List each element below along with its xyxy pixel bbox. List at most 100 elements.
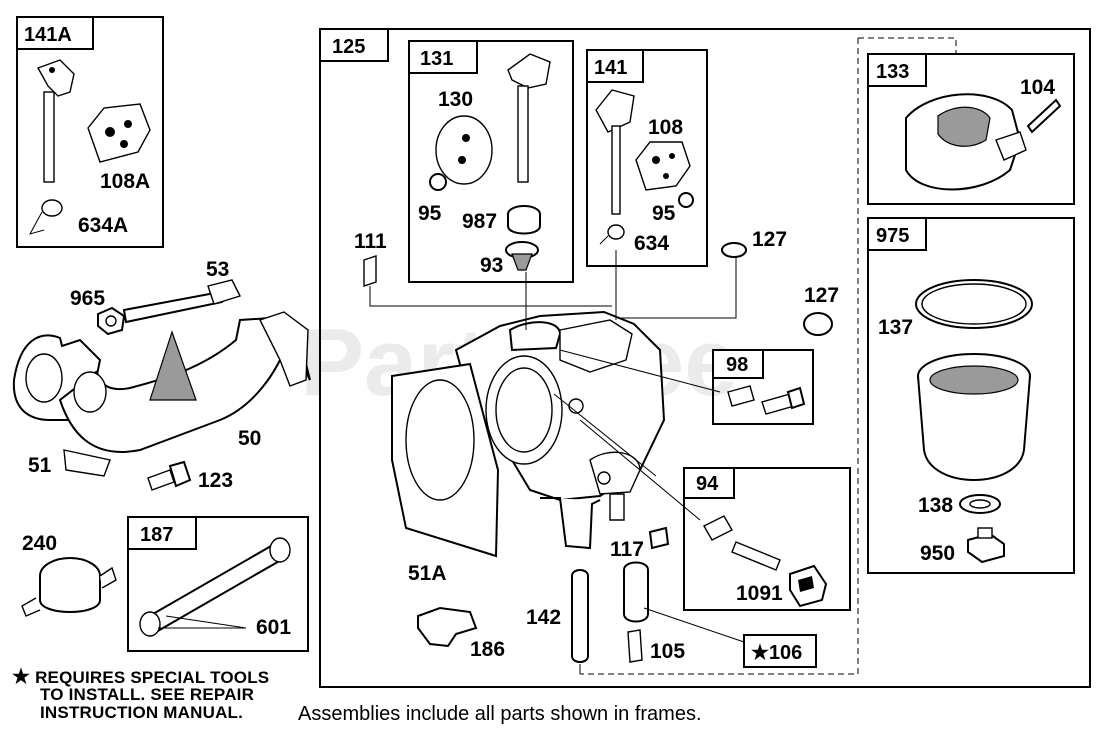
label-108: 108 <box>648 116 683 139</box>
label-95a: 95 <box>418 202 442 225</box>
spring-111[interactable]: 111 <box>354 230 612 307</box>
bushing-987[interactable] <box>507 205 541 235</box>
frame-187-label: 187 <box>140 524 173 546</box>
label-130: 130 <box>438 88 473 111</box>
label-127b: 127 <box>804 284 839 307</box>
bowl-screw-950[interactable] <box>967 527 1005 564</box>
label-127a: 127 <box>752 228 787 251</box>
choke-plate-130[interactable] <box>435 115 493 185</box>
frame-106-label: ★106 <box>751 642 802 664</box>
label-108A: 108A <box>100 170 150 193</box>
label-137: 137 <box>878 316 913 339</box>
special-tools-note: ★ REQUIRES SPECIAL TOOLS <box>12 666 270 688</box>
throttle-plate-108[interactable] <box>635 141 691 191</box>
label-50: 50 <box>238 427 261 450</box>
label-240: 240 <box>22 532 57 555</box>
label-51A: 51A <box>408 562 447 585</box>
screw-123[interactable]: 123 <box>147 460 233 492</box>
label-186: 186 <box>470 638 505 661</box>
float-bowl[interactable] <box>917 353 1031 481</box>
intake-manifold-50[interactable] <box>12 311 311 477</box>
leader-94 <box>579 419 701 521</box>
gasket-51A[interactable]: 51A <box>391 362 500 585</box>
spring-634[interactable] <box>599 224 625 245</box>
label-117: 117 <box>610 538 644 561</box>
frame-125-label: 125 <box>332 36 365 58</box>
label-93: 93 <box>480 254 503 277</box>
label-111: 111 <box>354 230 387 253</box>
assembly-caption: Assemblies include all parts shown in fr… <box>298 703 702 725</box>
frame-133: 133 104 <box>867 53 1075 205</box>
washer-138[interactable] <box>959 494 1001 514</box>
throttle-lever[interactable] <box>595 89 635 215</box>
label-51: 51 <box>28 454 52 477</box>
label-123: 123 <box>198 469 233 492</box>
seal-93[interactable] <box>505 241 539 271</box>
dashed-assembly-boundary <box>580 38 859 675</box>
leader-94b <box>553 393 657 477</box>
label-987: 987 <box>462 210 497 233</box>
idle-screw-98[interactable] <box>761 386 806 415</box>
label-634A: 634A <box>78 214 128 237</box>
star-icon: ★ <box>12 666 31 688</box>
label-601: 601 <box>256 616 291 639</box>
jet-117[interactable]: 117 <box>610 526 670 561</box>
float-133[interactable] <box>905 93 1027 191</box>
label-950: 950 <box>920 542 955 565</box>
frame-94: 94 1091 <box>683 467 851 611</box>
seat-105[interactable]: 105 <box>623 561 685 664</box>
dashed-link-133 <box>858 37 957 54</box>
label-95b: 95 <box>652 202 676 225</box>
label-138: 138 <box>918 494 953 517</box>
frame-125: 125 <box>319 28 1091 688</box>
idle-spring-98[interactable] <box>727 385 755 407</box>
spring-634A[interactable] <box>28 199 63 235</box>
frame-141-label: 141 <box>594 57 627 79</box>
throttle-plate-108A[interactable] <box>87 103 151 163</box>
fuel-pump-240[interactable]: 240 <box>21 532 117 617</box>
throttle-shaft-part[interactable] <box>36 59 75 183</box>
frame-131-label: 131 <box>420 48 453 70</box>
label-104: 104 <box>1020 76 1055 99</box>
plug-127a[interactable]: 127 <box>620 228 787 319</box>
label-1091: 1091 <box>736 582 783 605</box>
choke-shaft[interactable] <box>507 53 551 183</box>
nut-965[interactable]: 965 <box>70 287 126 336</box>
emulsion-tube-142[interactable]: 142 <box>526 569 589 663</box>
frame-141A: 141A 108A 634A <box>16 16 164 248</box>
fuel-line-fitting-53[interactable]: 53 <box>122 258 241 324</box>
fitting-186[interactable]: 186 <box>417 606 505 661</box>
frame-133-label: 133 <box>876 61 909 83</box>
frame-131: 131 130 95 987 93 <box>408 40 574 283</box>
label-965: 965 <box>70 287 105 310</box>
carburetor-body[interactable] <box>454 310 666 550</box>
frame-94-label: 94 <box>696 473 719 495</box>
frame-975-label: 975 <box>876 225 909 247</box>
leader-98 <box>559 349 721 393</box>
screw-95a[interactable] <box>429 173 447 191</box>
frame-141: 141 108 95 634 <box>586 49 708 267</box>
frame-98-label: 98 <box>726 354 748 376</box>
label-634: 634 <box>634 232 669 255</box>
label-53: 53 <box>206 258 229 281</box>
label-105: 105 <box>650 640 685 663</box>
screw-95b[interactable] <box>678 192 694 208</box>
frame-141A-label: 141A <box>24 24 72 46</box>
solenoid-1091[interactable] <box>789 564 828 608</box>
fuel-line-601[interactable] <box>139 537 291 637</box>
frame-106: ★106 <box>743 634 817 668</box>
plug-127b[interactable]: 127 <box>803 284 839 336</box>
note-line-2: TO INSTALL. SEE REPAIR <box>40 685 255 704</box>
frame-98: 98 <box>712 349 814 425</box>
spring-94[interactable] <box>703 515 733 541</box>
float-pin-104[interactable] <box>1026 98 1062 134</box>
label-142: 142 <box>526 606 561 629</box>
frame-187: 187 601 <box>127 516 309 652</box>
note-line-1: REQUIRES SPECIAL TOOLS <box>35 668 270 687</box>
mixture-screw-94[interactable] <box>731 541 781 571</box>
leader-106 <box>643 607 745 643</box>
note-line-3: INSTRUCTION MANUAL. <box>40 703 244 722</box>
gasket-137[interactable] <box>915 279 1033 329</box>
frame-975: 975 137 138 950 <box>867 217 1075 574</box>
